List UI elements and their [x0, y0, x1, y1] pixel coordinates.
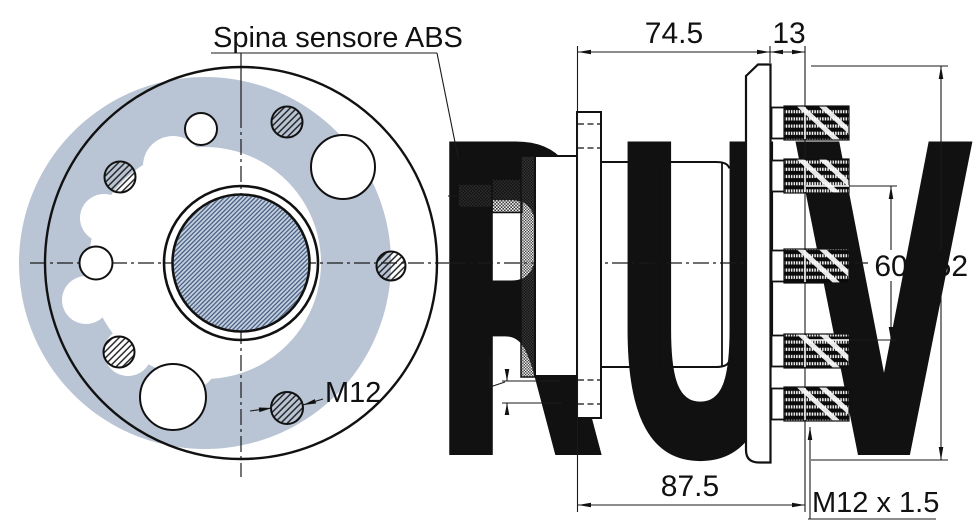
bolt-hole-hatched	[103, 160, 137, 194]
flange-outer-circle	[43, 65, 439, 461]
wheel-flange	[744, 63, 772, 464]
dim-10: 10	[452, 354, 485, 387]
hub-cylinder	[601, 161, 746, 368]
logo-swirl-gap	[143, 136, 203, 196]
mounting-flange	[576, 111, 602, 419]
label-m12x15: M12 x 1.5	[812, 487, 939, 519]
bolt-hole-hatched	[102, 335, 136, 369]
dim-60: 60	[874, 250, 907, 283]
logo-ball	[62, 276, 110, 324]
lightening-hole	[310, 134, 376, 200]
lightening-hole	[139, 363, 207, 431]
bolt-hole-hatched	[375, 250, 407, 282]
logo-ball	[80, 194, 128, 242]
bore-ring-circle	[162, 184, 320, 342]
dim-87-5: 87.5	[661, 470, 719, 503]
bearing-body	[534, 155, 578, 377]
wheel-studs	[770, 105, 850, 422]
label-spina-sensore-abs: Spina sensore ABS	[213, 22, 463, 54]
label-m12: M12	[325, 377, 381, 409]
bolt-hole-hatched	[270, 391, 304, 425]
abs-sensor-pin-tip	[457, 183, 493, 209]
line-over-stud-highlights	[804, 107, 849, 420]
dimension-arrows	[258, 49, 944, 508]
dim-74-5: 74.5	[645, 17, 703, 50]
bore-hatch	[173, 195, 309, 331]
hidden-bolt-holes	[578, 123, 600, 405]
front-view	[30, 53, 449, 477]
side-view	[448, 63, 868, 464]
access-hole	[184, 112, 218, 146]
bearing-seal-band	[520, 155, 536, 378]
dimensions: 74.5 13 87.5 152 60 10 Spina sensore ABS…	[211, 17, 968, 520]
bolt-hole-hatched	[270, 105, 304, 139]
abs-sensor-pin-body	[491, 178, 523, 214]
access-hole	[78, 245, 114, 281]
watermark-brand-text: RUVILLE	[428, 57, 974, 528]
stud-threads	[783, 105, 850, 422]
dim-13: 13	[772, 17, 805, 50]
dim-152: 152	[918, 250, 968, 283]
